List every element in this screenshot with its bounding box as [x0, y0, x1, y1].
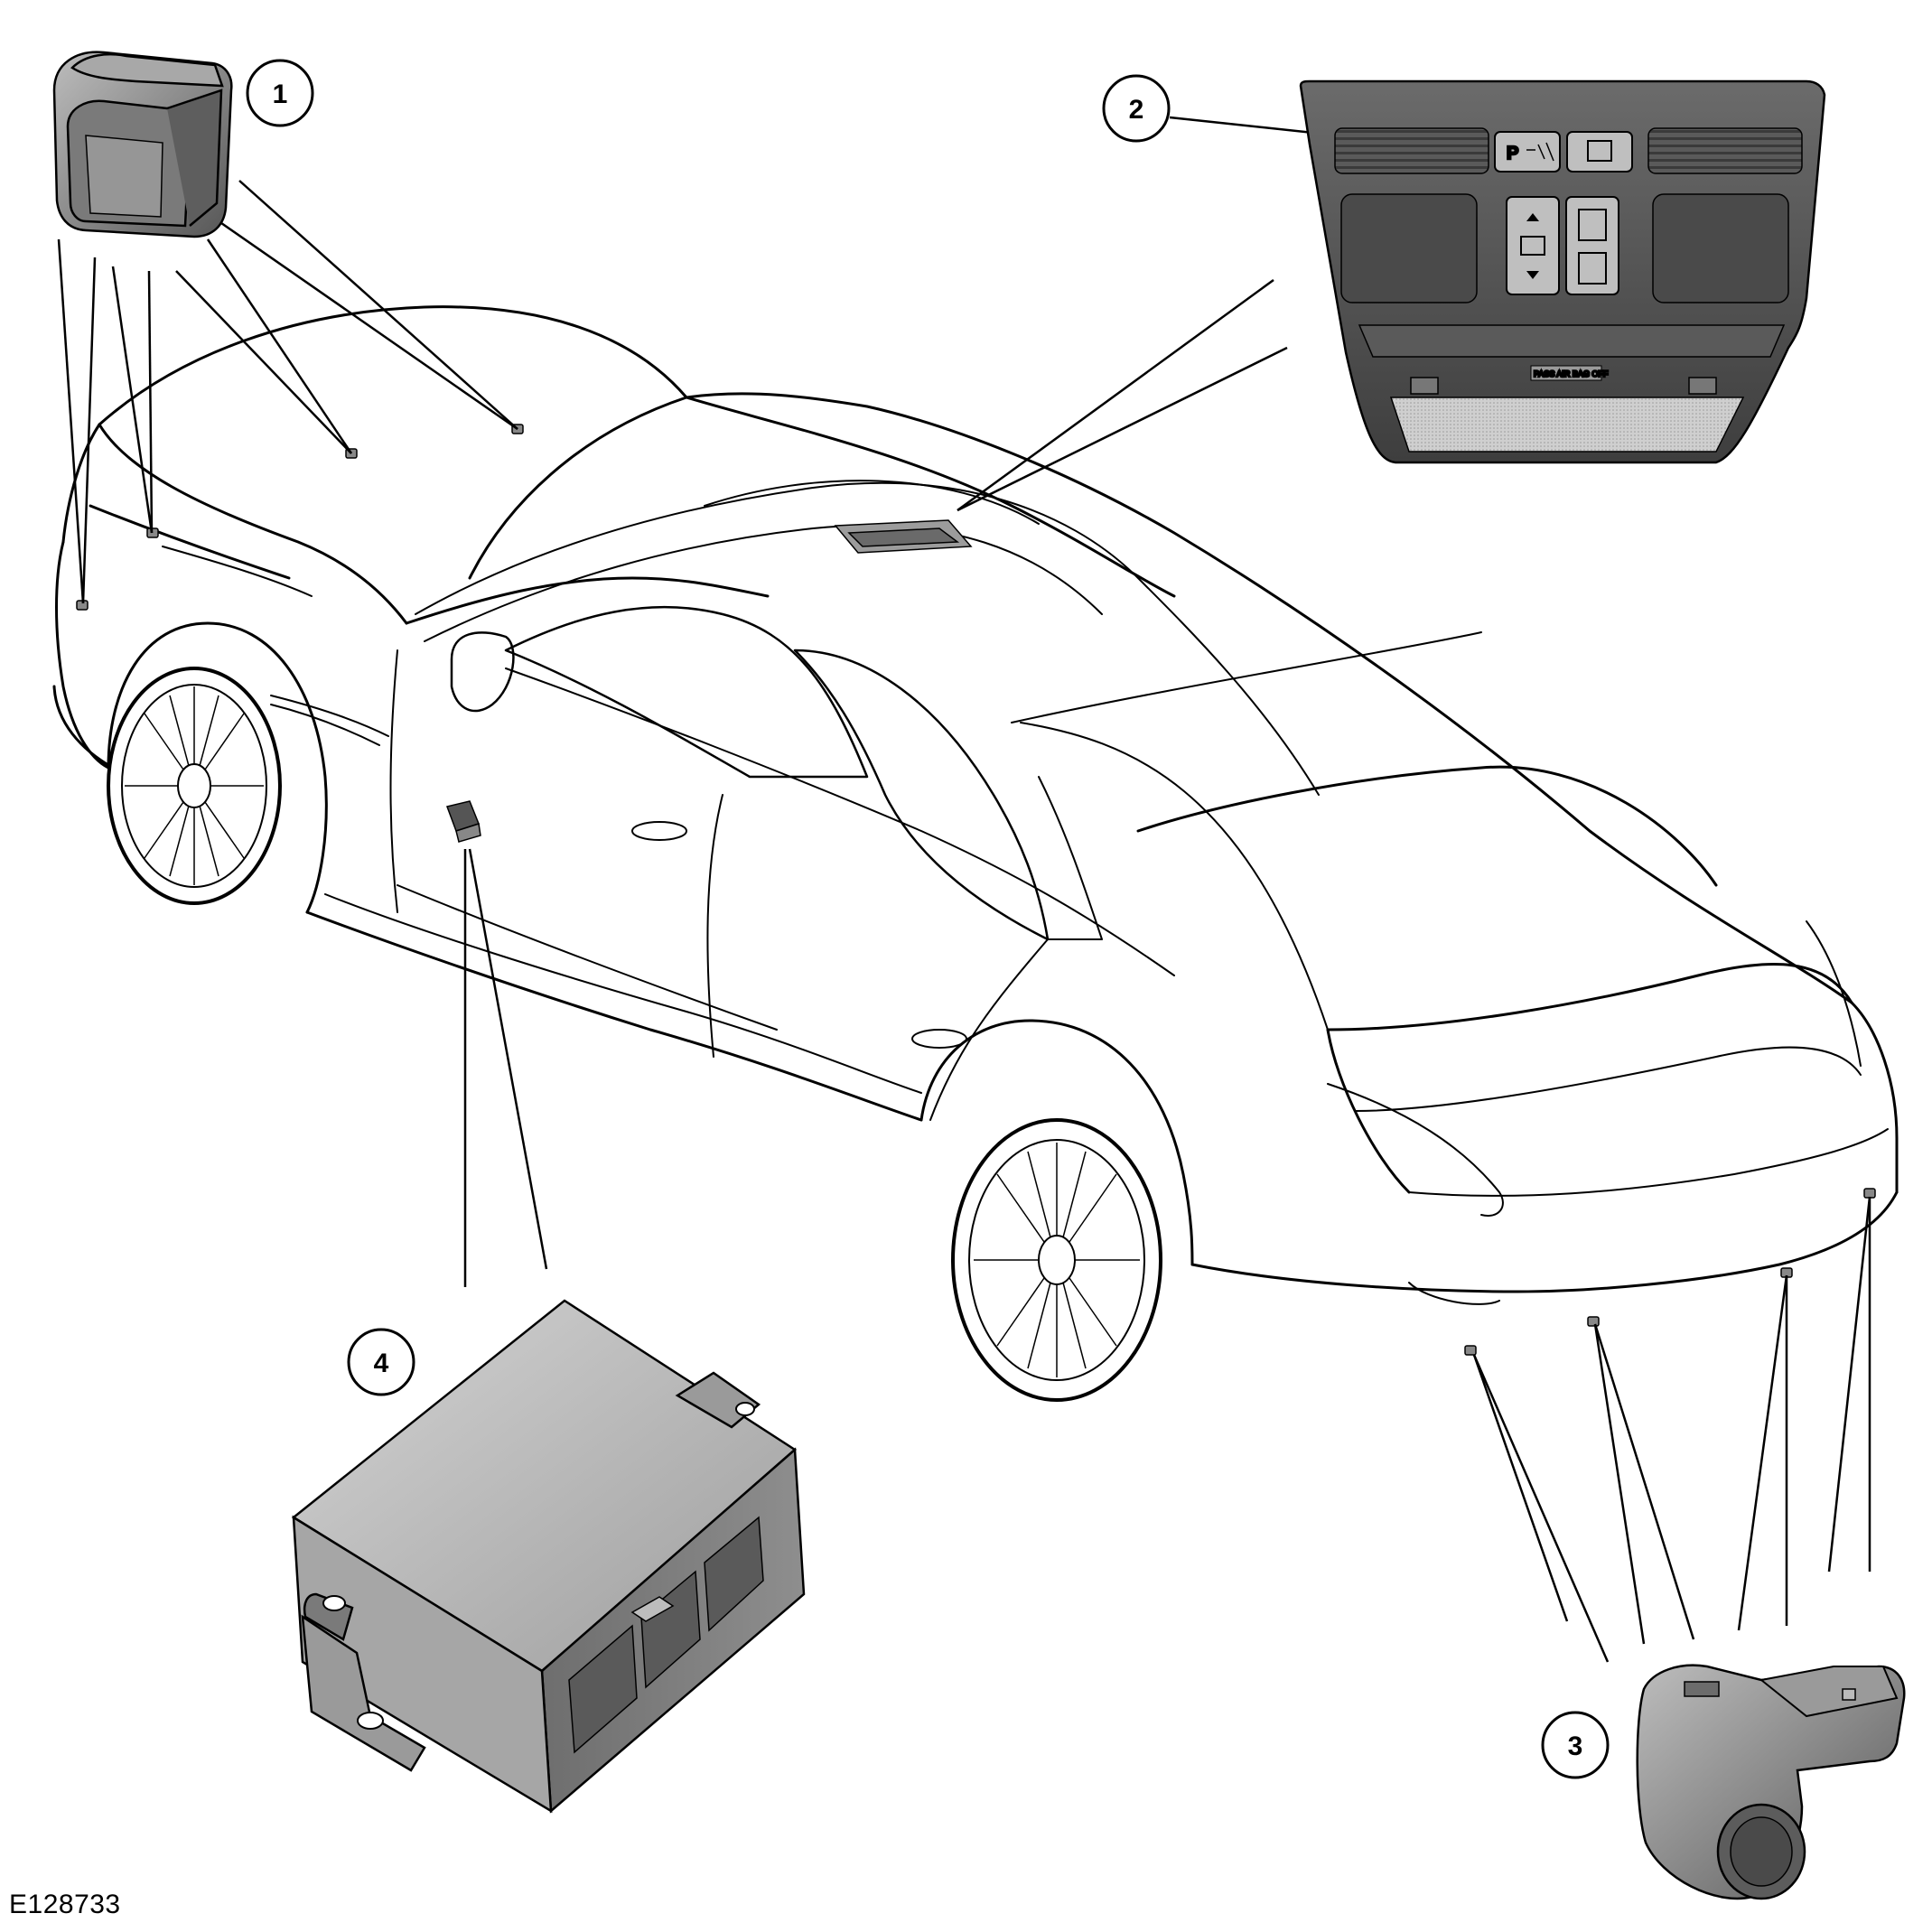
overhead-console-switch-pack: P PASS AIR BAG OFF — [1299, 79, 1826, 464]
callout-1: 1 — [246, 59, 314, 127]
vehicle-outline — [52, 305, 1899, 1305]
callout-1-label: 1 — [273, 79, 288, 109]
callout-2-label: 2 — [1129, 95, 1144, 125]
callout-4-label: 4 — [374, 1349, 389, 1378]
leader-lines — [57, 116, 1871, 1663]
module-location — [446, 800, 481, 843]
airbag-indicator-label: PASS AIR BAG OFF — [1534, 369, 1609, 378]
rear-sensor-locations — [1464, 1188, 1876, 1356]
front-sensor-locations — [76, 424, 524, 611]
parking-aid-control-module — [291, 1299, 806, 1814]
overhead-console-location — [834, 519, 973, 554]
front-wheel — [107, 667, 282, 905]
figure-id: E128733 — [9, 1890, 121, 1919]
callout-3: 3 — [1541, 1711, 1610, 1779]
rear-parking-sensor — [1636, 1664, 1906, 1900]
callout-4: 4 — [347, 1328, 415, 1396]
callout-3-label: 3 — [1568, 1731, 1583, 1761]
front-parking-sensor — [52, 51, 233, 238]
rear-wheel — [951, 1118, 1162, 1402]
park-aid-button-label: P — [1507, 144, 1518, 163]
callout-2: 2 — [1102, 74, 1171, 143]
